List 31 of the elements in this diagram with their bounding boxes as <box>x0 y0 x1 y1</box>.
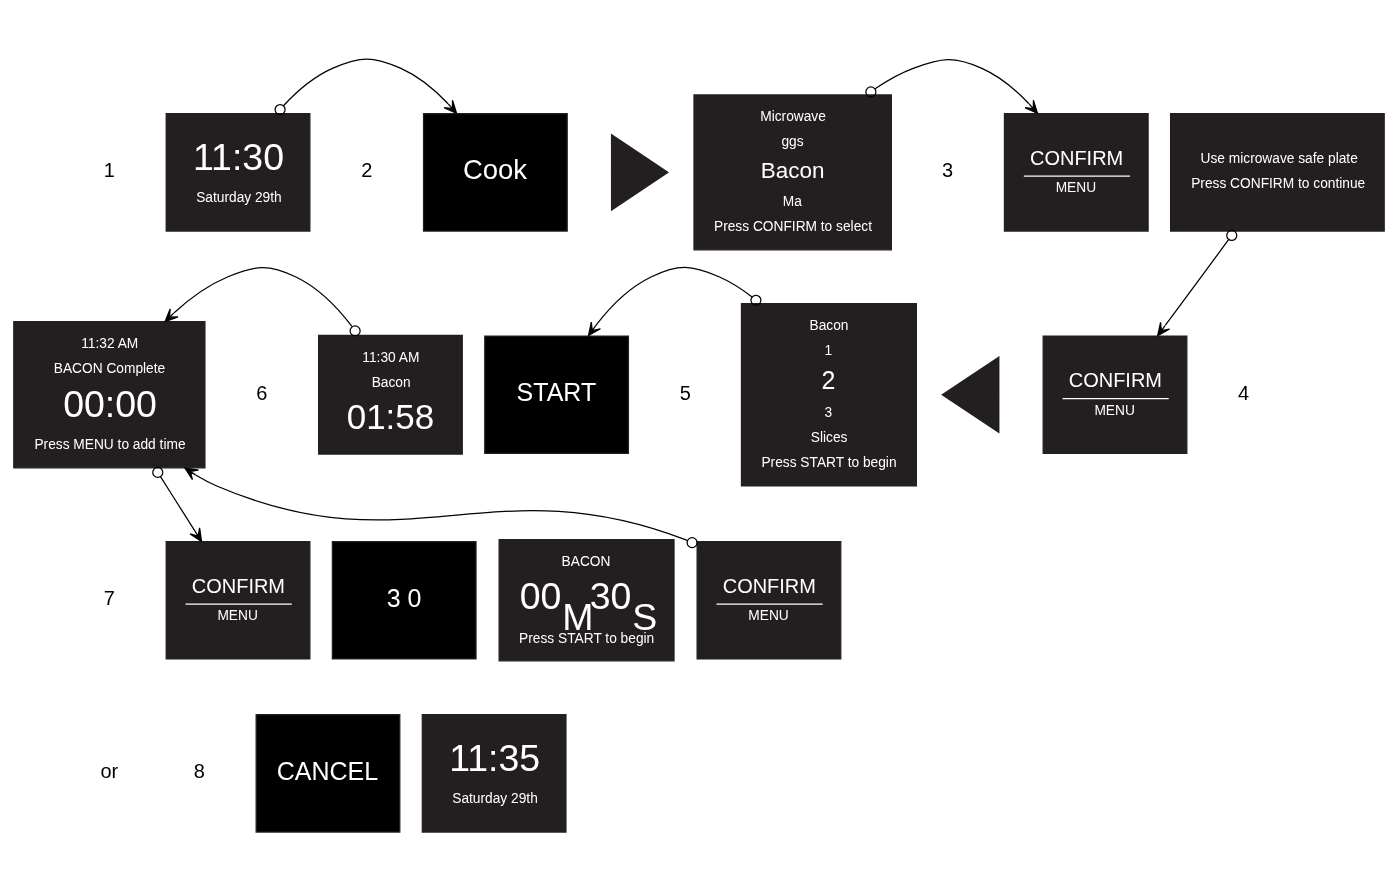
node-box: CANCEL <box>255 713 401 833</box>
arrow <box>184 467 698 548</box>
node-box: 3 0 <box>331 540 477 660</box>
node-box: Cook <box>422 112 568 232</box>
node-box: CONFIRM MENU <box>1003 112 1149 232</box>
label: 4 <box>1238 381 1250 404</box>
label: 8 <box>193 759 205 782</box>
node-box: 11:30 Saturday 29th <box>165 112 311 232</box>
arrow <box>865 58 1039 114</box>
label: 1 <box>103 158 115 181</box>
label: 5 <box>679 381 691 404</box>
node-box: START <box>484 334 630 454</box>
node-box: Bacon 1 2 3 Slices Press START to begin <box>740 302 917 487</box>
node-box: 11:35 Saturday 29th <box>421 713 567 833</box>
label: 7 <box>103 586 115 609</box>
node-box: 11:30 AM Bacon 01:58 <box>318 334 463 455</box>
arrow <box>274 57 458 115</box>
arrow <box>1157 229 1238 336</box>
node-box: CONFIRM MENU <box>696 540 842 660</box>
label: or <box>100 759 119 782</box>
node-box: CONFIRM MENU <box>165 540 311 660</box>
node-box: CONFIRM MENU <box>1042 334 1188 454</box>
arrow <box>164 266 361 336</box>
arrow <box>152 466 203 542</box>
node-box: Use microwave safe plate Press CONFIRM to continue <box>1169 112 1385 232</box>
node-box: 11:32 AM BACON Complete 00:00 Press MENU to add time <box>13 320 206 468</box>
node-box: Microwave ggs Bacon Ma Press CONFIRM to select <box>693 93 892 250</box>
label: 3 <box>942 158 954 181</box>
arrow <box>587 266 762 336</box>
label: 6 <box>256 381 268 404</box>
label: 2 <box>361 158 373 181</box>
